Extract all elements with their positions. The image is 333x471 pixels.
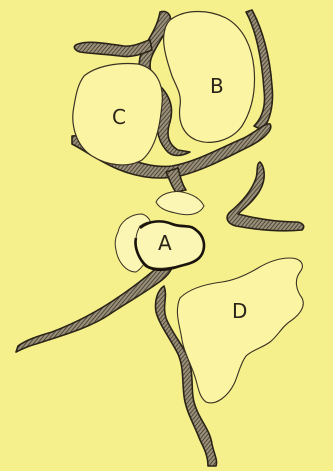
road-south-west (16, 255, 174, 352)
road-top-left-spur (74, 40, 152, 57)
label-d: D (232, 299, 247, 323)
road-right-east (227, 162, 303, 231)
region-d (177, 258, 303, 403)
label-b: B (210, 74, 224, 98)
region-a-north-puff (156, 191, 204, 214)
label-a: A (158, 231, 172, 255)
label-c: C (112, 105, 126, 129)
